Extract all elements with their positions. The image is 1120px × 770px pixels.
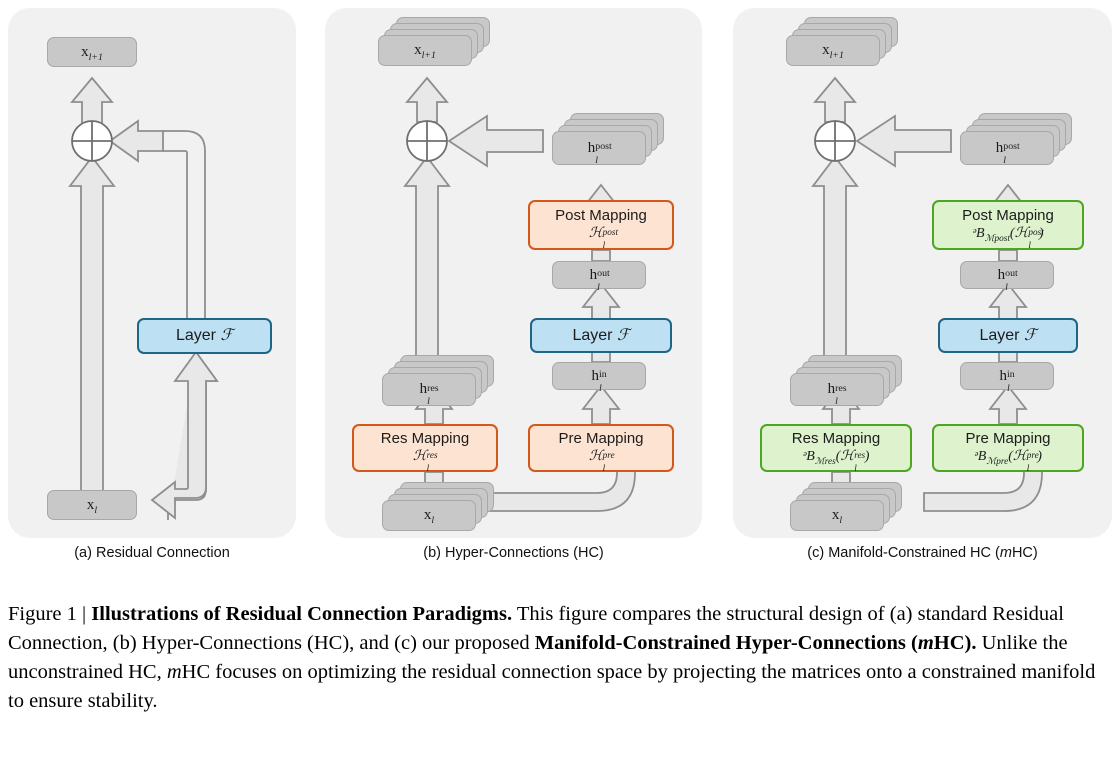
figure-number: Figure 1 [8, 603, 77, 625]
figure-body-3: HC focuses on optimizing the residual co… [8, 661, 1096, 713]
caption-panel-c: (c) Manifold-Constrained HC (mHC) [807, 545, 1038, 561]
node-layer-f-b: Layer ℱ [530, 318, 672, 353]
figure-separator: | [82, 603, 87, 625]
stack-x-next-c: xl+1 [786, 17, 906, 69]
stack-x-in-c: xl [790, 482, 910, 534]
figure-title: Illustrations of Residual Connection Par… [91, 603, 513, 625]
figure-caption: Figure 1 | Illustrations of Residual Con… [8, 600, 1108, 716]
node-layer-f-c: Layer ℱ [938, 318, 1078, 353]
stack-x-next-b: xl+1 [378, 17, 498, 69]
figure-title-2: Manifold-Constrained Hyper-Connections ( [534, 632, 918, 655]
node-layer-f-a: Layer ℱ [137, 318, 272, 354]
panel-residual-connection [8, 8, 296, 538]
node-x-in-a: xl [47, 490, 137, 520]
figure-title-2-end: HC). [933, 632, 977, 655]
caption-panel-a: (a) Residual Connection [74, 545, 230, 561]
figure-body-1: This figure compares the structural desi… [8, 603, 1064, 655]
node-x-next-a: xl+1 [47, 37, 137, 67]
stack-x-in-b: xl [382, 482, 502, 534]
caption-panel-b: (b) Hyper-Connections (HC) [423, 545, 604, 561]
figure-title-2-italic: m [917, 632, 934, 655]
figure-body-2-italic: m [166, 661, 182, 684]
figure-body-2: Unlike the unconstrained HC, [8, 632, 1068, 684]
